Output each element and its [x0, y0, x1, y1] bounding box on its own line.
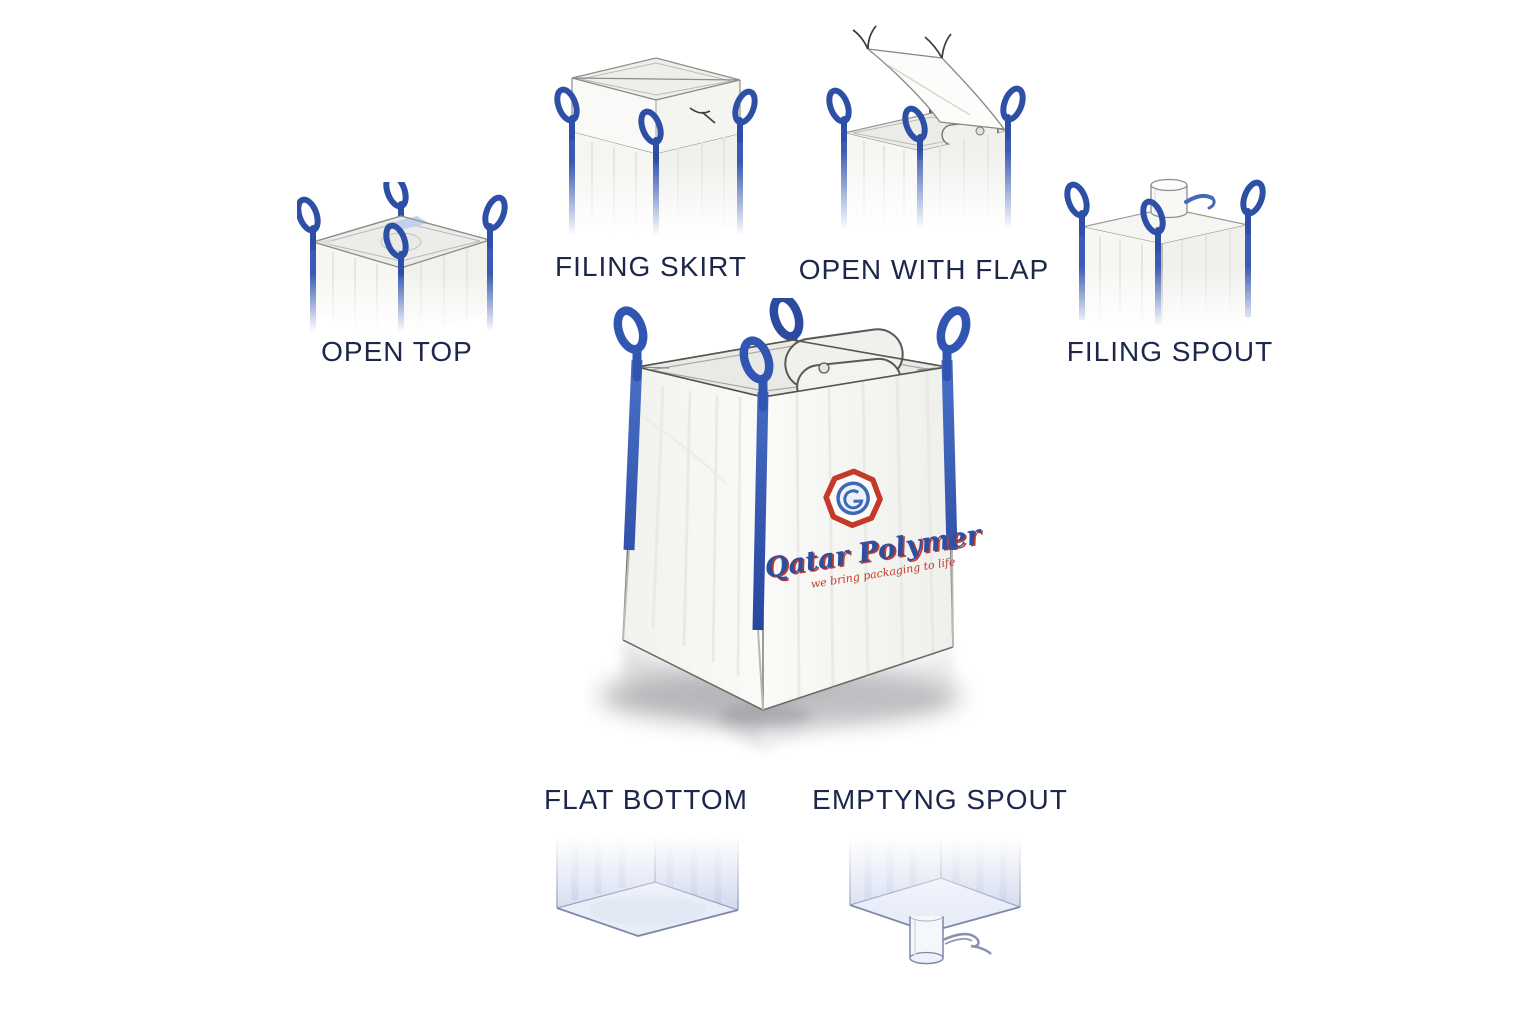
- open-with-flap-bag-icon: [818, 25, 1053, 240]
- open-top-label: OPEN TOP: [321, 336, 473, 367]
- filing-skirt-figure: [552, 50, 767, 245]
- filing-skirt-bag-icon: [552, 57, 767, 245]
- filing-skirt-label: FILING SKIRT: [555, 251, 747, 282]
- flat-bottom-bag-icon: [556, 820, 739, 937]
- open-top-figure: [297, 182, 512, 340]
- open-with-flap-label: OPEN WITH FLAP: [798, 254, 1050, 285]
- open-top-bag-icon: [297, 182, 512, 340]
- flat-bottom-figure: [548, 820, 748, 995]
- emptyng-spout-figure: [838, 820, 1028, 1005]
- filing-spout-bag-icon: [1062, 170, 1272, 335]
- open-with-flap-figure: [818, 25, 1053, 240]
- center-bag-figure: Qatar Polymer Qatar Polymer we bring pac…: [585, 298, 990, 768]
- filing-spout-figure: [1062, 170, 1272, 335]
- emptyng-spout-bag-icon: [849, 820, 1021, 965]
- emptyng-spout-label: EMPTYNG SPOUT: [812, 784, 1068, 815]
- filing-spout-label: FILING SPOUT: [1066, 336, 1274, 367]
- flat-bottom-label: FLAT BOTTOM: [544, 784, 748, 815]
- center-bag-icon: Qatar Polymer Qatar Polymer we bring pac…: [600, 298, 986, 750]
